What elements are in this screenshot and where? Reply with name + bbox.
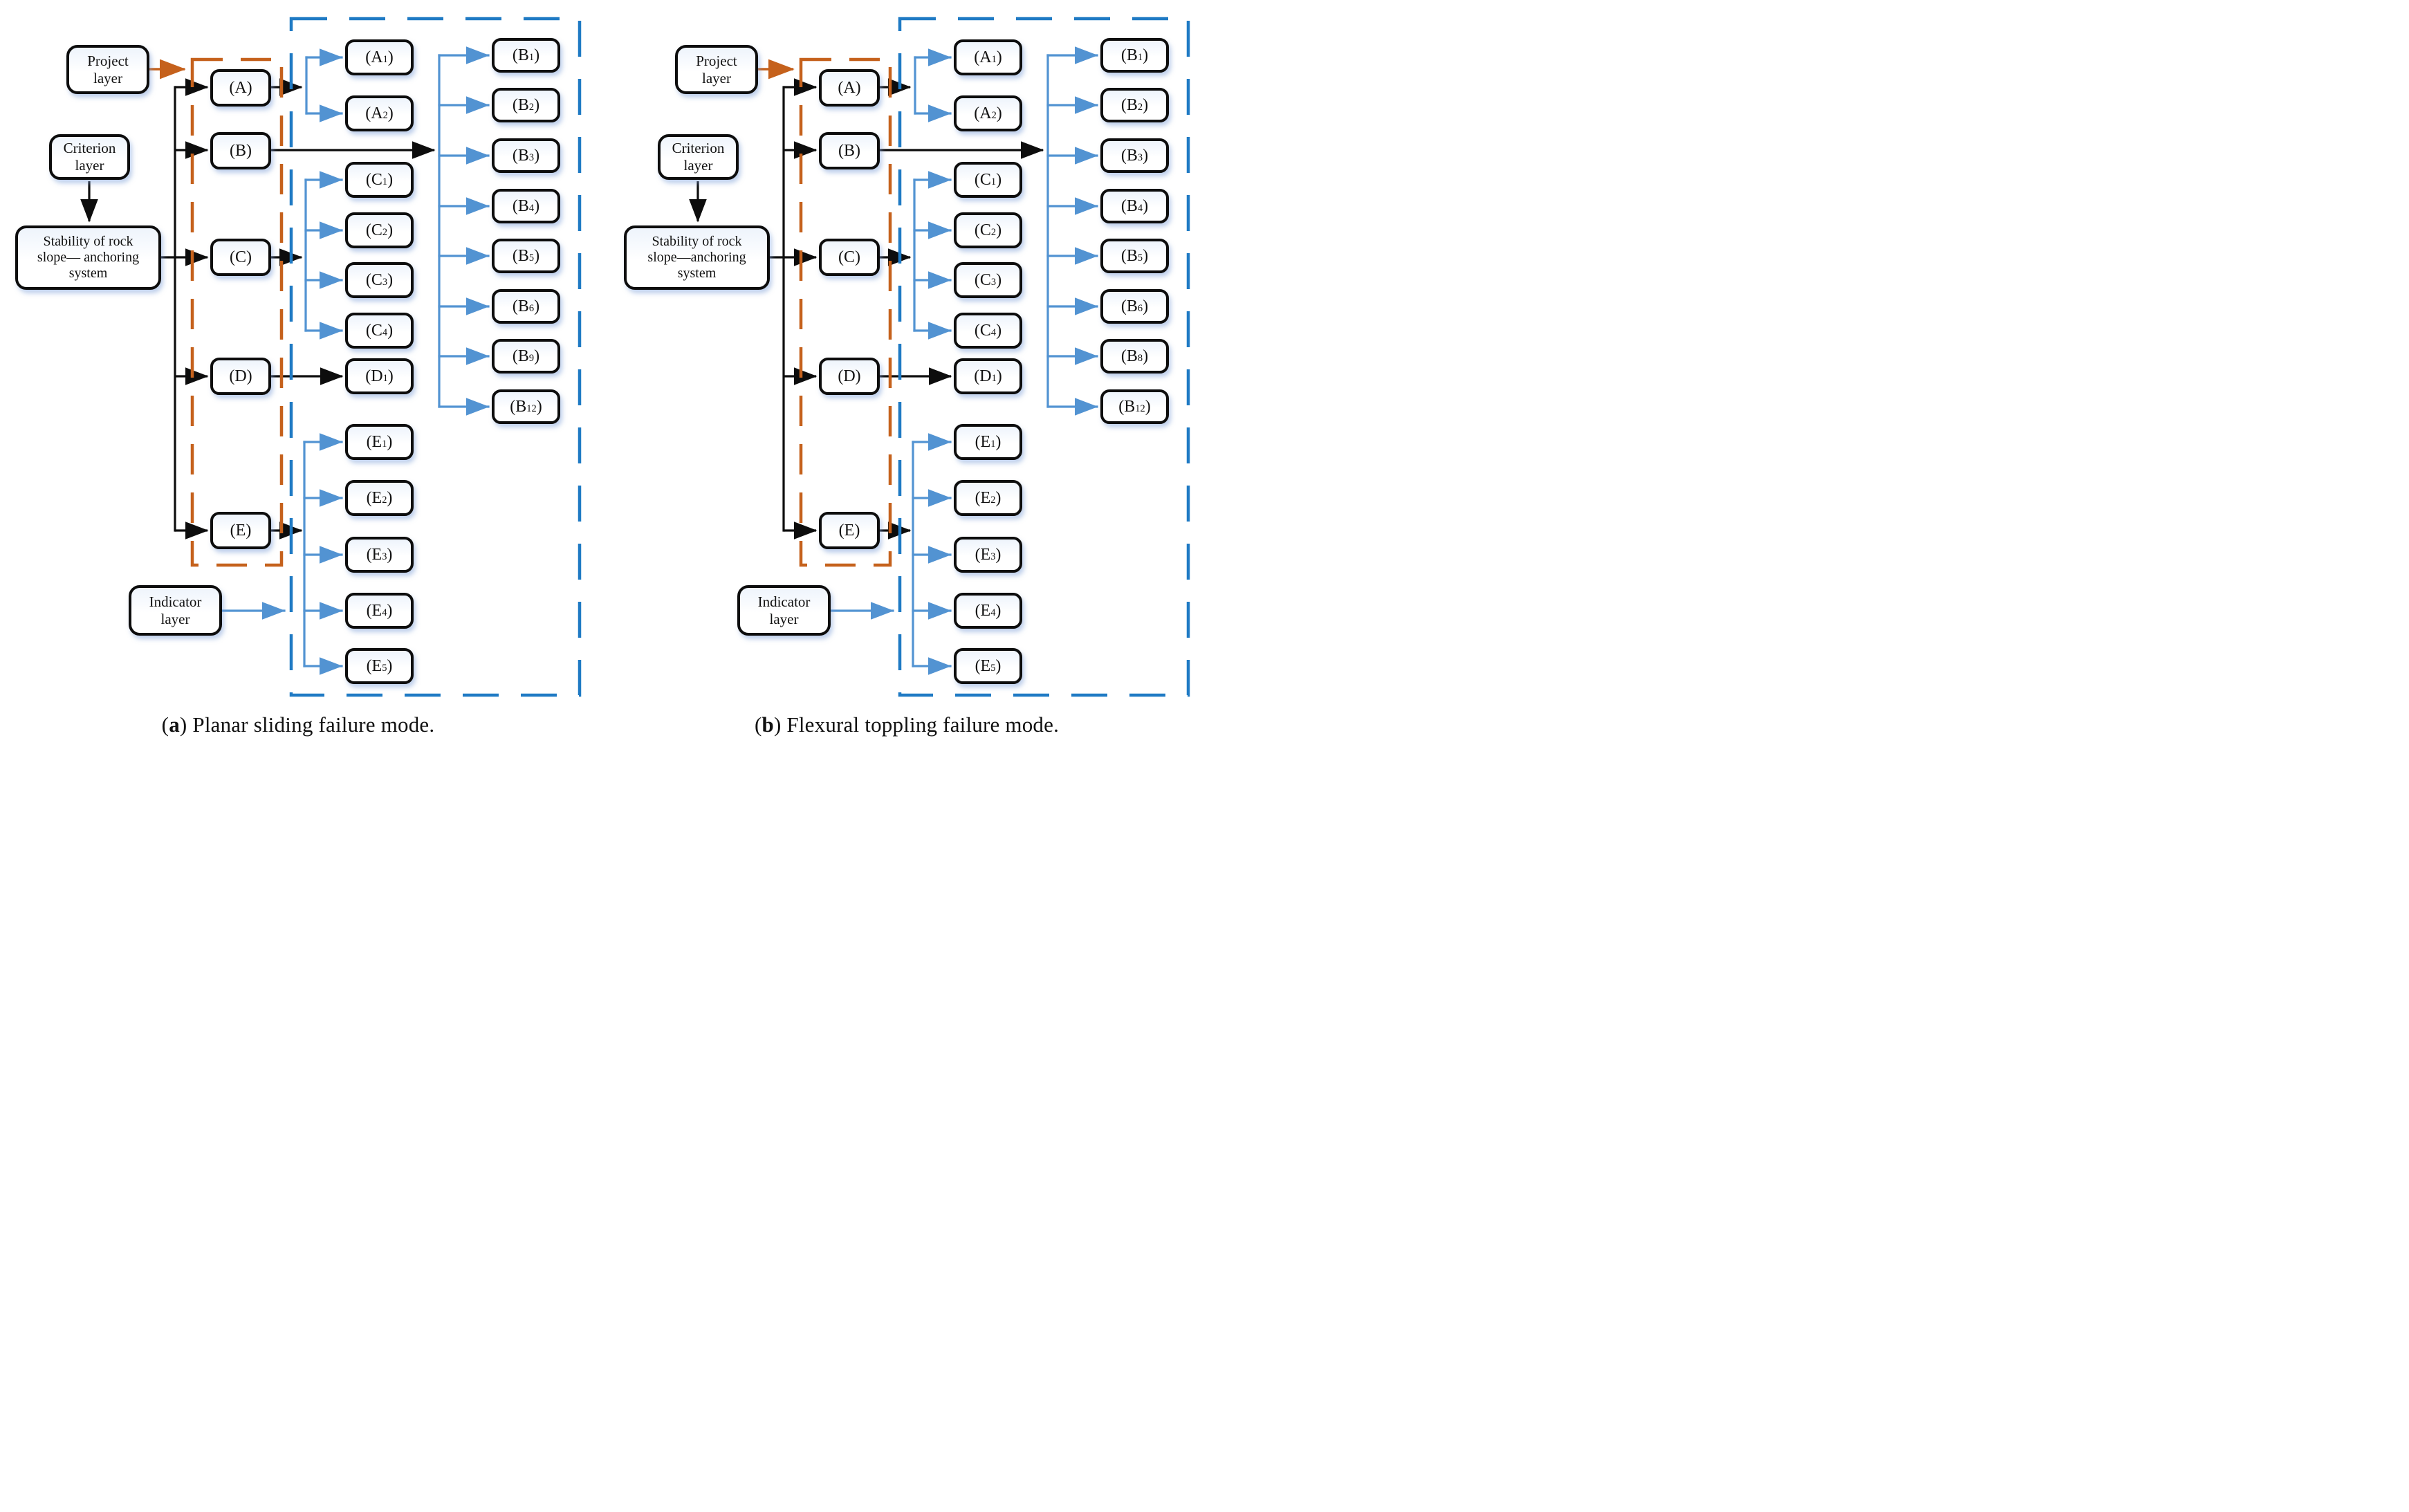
black-connectors xyxy=(689,78,1044,540)
criterion-layer-box: Criterion layer xyxy=(658,134,739,180)
criterion-node-c: (C) xyxy=(819,239,880,276)
blue-connectors xyxy=(829,46,1098,675)
indicator-group-outline xyxy=(898,17,1190,697)
project-layer-box: Project layer xyxy=(66,45,149,94)
criterion-node-c: (C) xyxy=(210,239,271,276)
criterion-node-e: (E) xyxy=(210,512,271,549)
caption-marker: b xyxy=(762,712,774,737)
criterion-layer-box: Criterion layer xyxy=(49,134,130,180)
criterion-node-b: (B) xyxy=(210,132,271,169)
diagram-flexural-toppling: Project layer Criterion layer Stability … xyxy=(613,0,1201,756)
criterion-node-d: (D) xyxy=(210,358,271,395)
criterion-group-outline xyxy=(799,57,892,567)
criterion-node-d: (D) xyxy=(819,358,880,395)
caption-text: Planar sliding failure mode. xyxy=(192,712,435,737)
caption-open: ( xyxy=(754,712,762,737)
caption-close: ) xyxy=(179,712,193,737)
diagram-a-canvas: Project layer Criterion layer Stability … xyxy=(4,0,592,699)
figure-caption-a: (a) Planar sliding failure mode. xyxy=(4,712,592,737)
indicator-layer-box: Indicator layer xyxy=(129,585,222,636)
project-layer-box: Project layer xyxy=(675,45,758,94)
connector-lines-layer xyxy=(689,17,1190,697)
diagram-b-canvas: Project layer Criterion layer Stability … xyxy=(613,0,1201,699)
criterion-node-e: (E) xyxy=(819,512,880,549)
criterion-node-a: (A) xyxy=(819,69,880,107)
diagram-planar-sliding: Project layer Criterion layer Stability … xyxy=(4,0,592,756)
indicator-group-outline xyxy=(289,17,582,697)
figure-ahp-hierarchy: Project layer Criterion layer Stability … xyxy=(0,0,1205,756)
caption-open: ( xyxy=(161,712,169,737)
blue-connectors xyxy=(221,46,490,675)
caption-marker: a xyxy=(169,712,180,737)
caption-close: ) xyxy=(773,712,787,737)
figure-caption-b: (b) Flexural toppling failure mode. xyxy=(613,712,1201,737)
goal-box: Stability of rock slope—anchoring system xyxy=(624,225,770,290)
connector-lines-layer xyxy=(80,17,582,697)
criterion-group-outline xyxy=(190,57,284,567)
goal-box: Stability of rock slope— anchoring syste… xyxy=(15,225,161,290)
indicator-layer-box: Indicator layer xyxy=(737,585,831,636)
caption-text: Flexural toppling failure mode. xyxy=(786,712,1060,737)
criterion-node-a: (A) xyxy=(210,69,271,107)
criterion-node-b: (B) xyxy=(819,132,880,169)
